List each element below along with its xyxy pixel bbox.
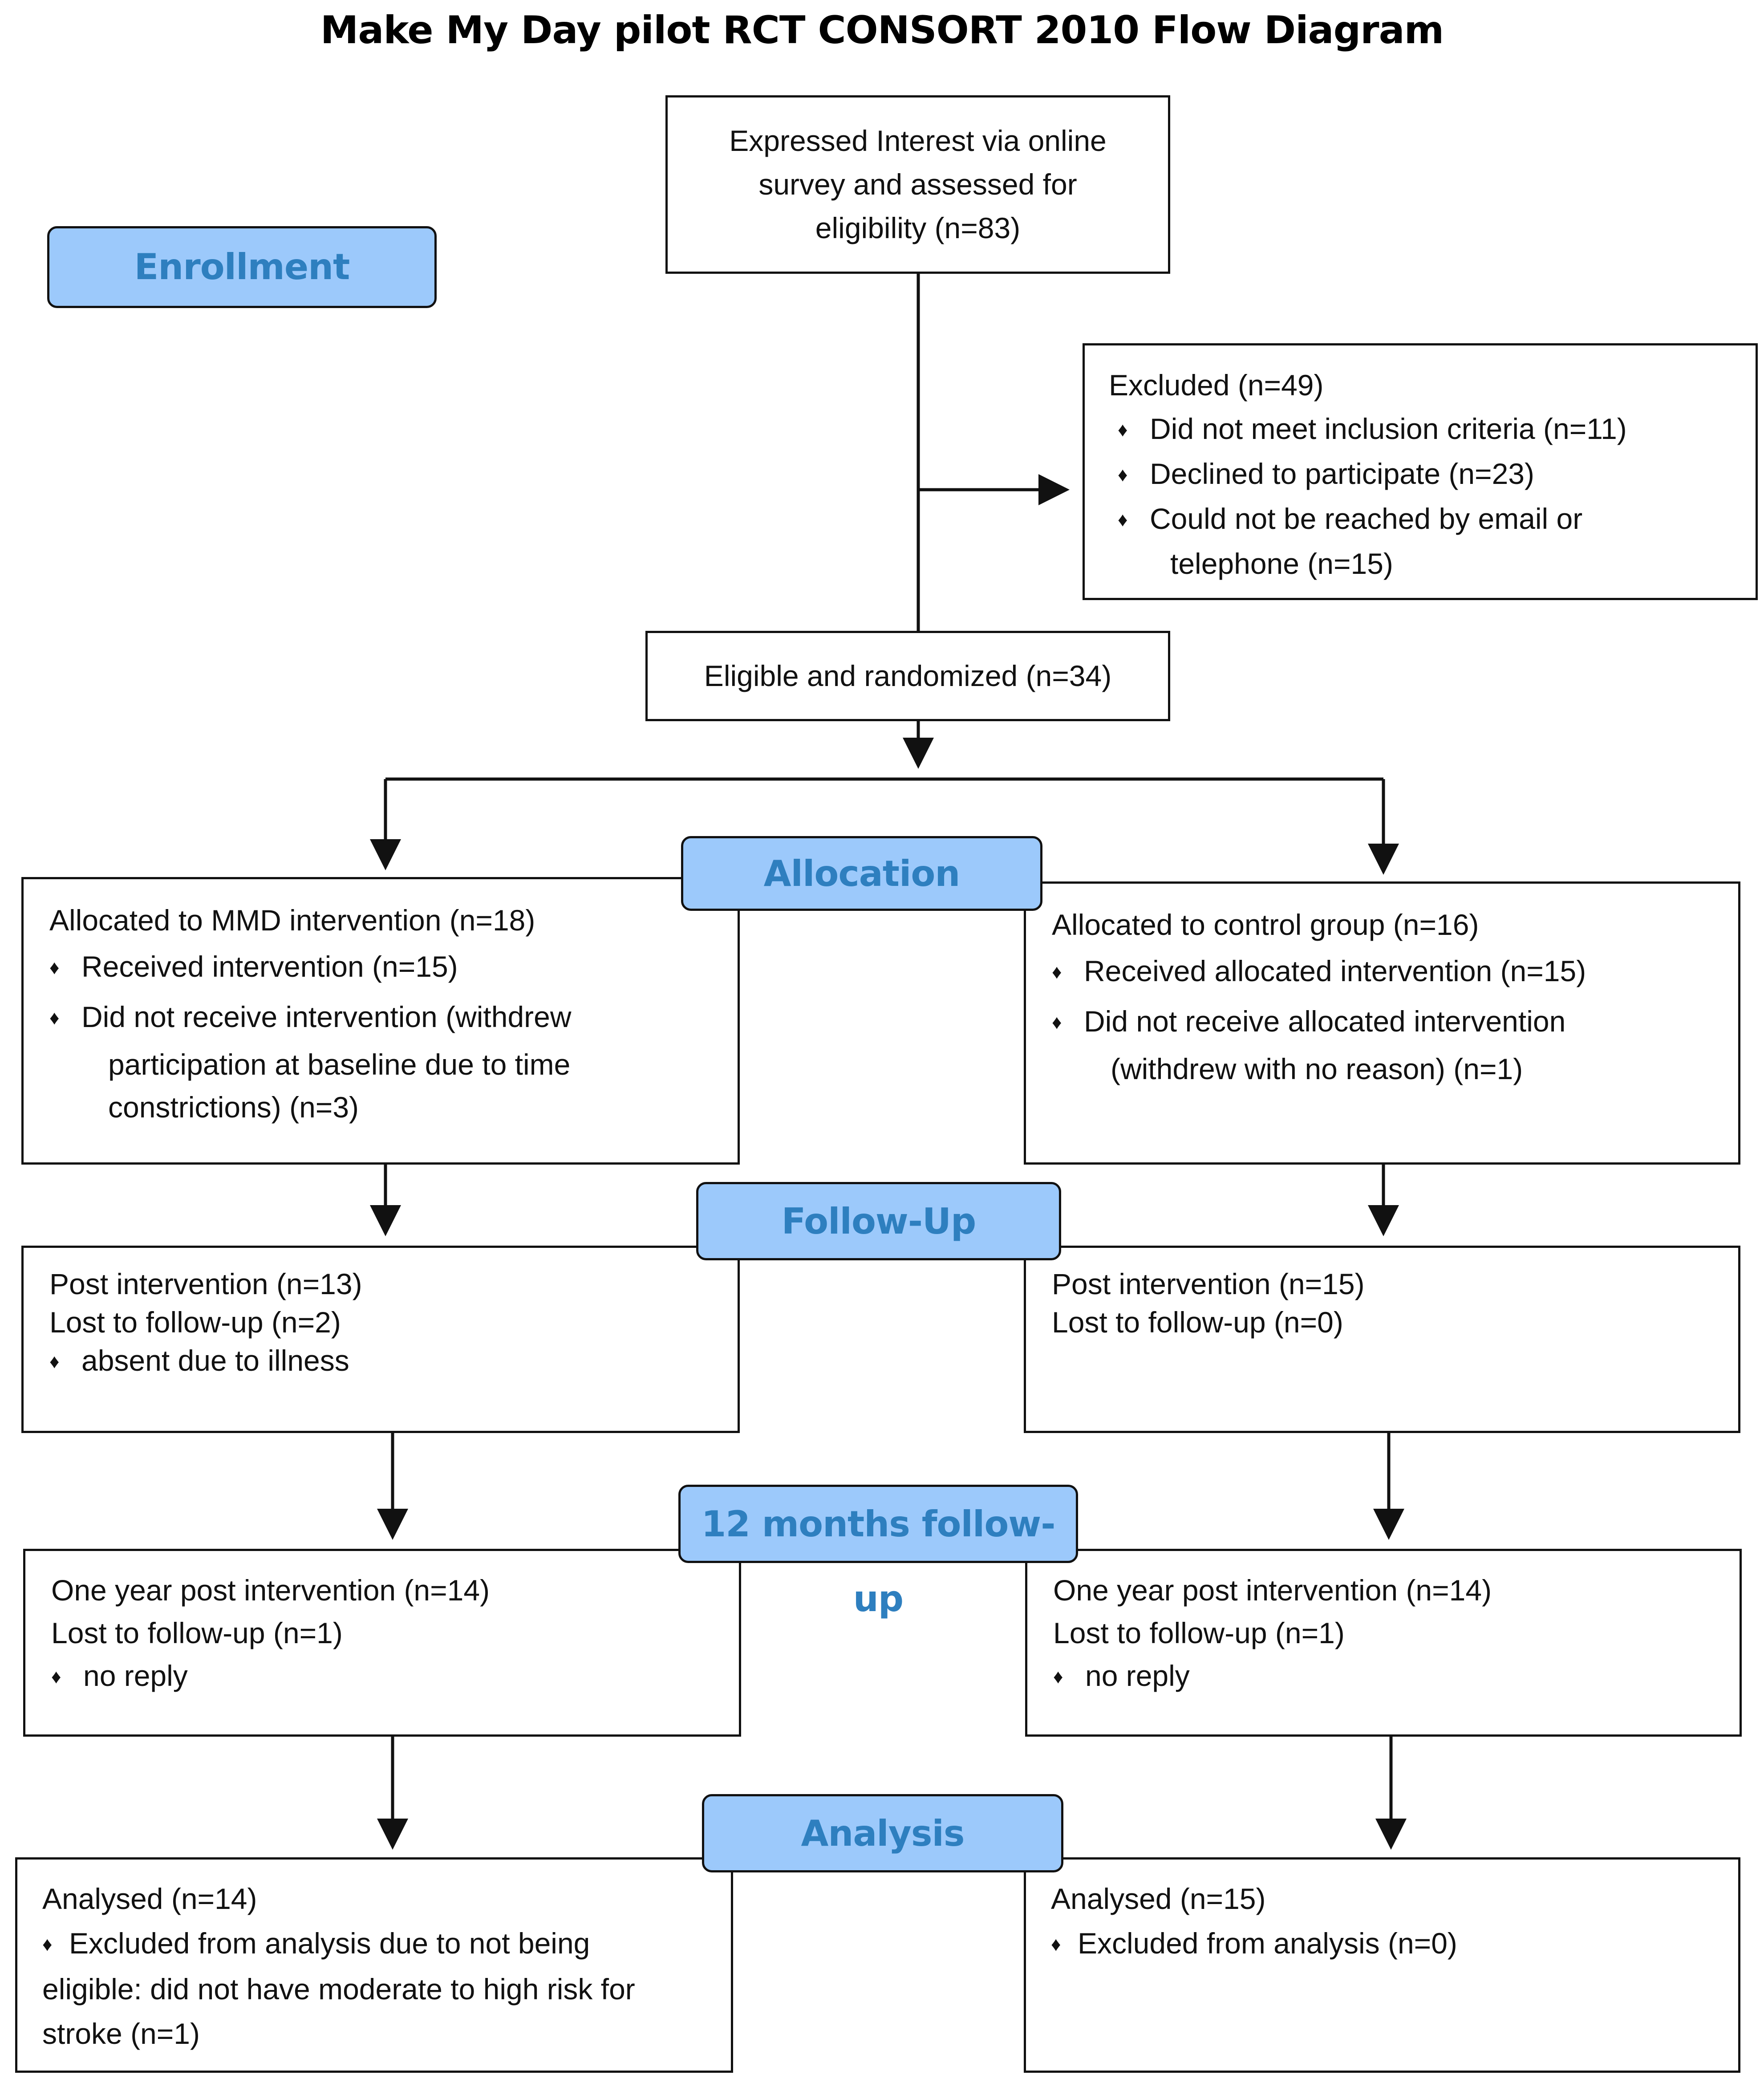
- stage-label-follow-up: Follow-Up: [696, 1182, 1061, 1260]
- assessed-line-1: Expressed Interest via online: [729, 124, 1107, 157]
- right-12months-line-1: One year post intervention (n=14): [1053, 1574, 1492, 1607]
- excluded-heading: Excluded (n=49): [1109, 369, 1324, 402]
- randomized-box: Eligible and randomized (n=34): [645, 631, 1170, 721]
- right-allocation-box: Allocated to control group (n=16) ♦Recei…: [1024, 881, 1740, 1165]
- left-12months-item: ♦no reply: [51, 1654, 739, 1698]
- bullet-icon: ♦: [49, 1351, 60, 1373]
- left-allocation-item: ♦Did not receive intervention (withdrew: [49, 994, 738, 1041]
- excluded-item: ♦Did not meet inclusion criteria (n=11): [1109, 407, 1756, 452]
- right-analysis-box: Analysed (n=15) ♦Excluded from analysis …: [1024, 1857, 1740, 2073]
- left-allocation-box: Allocated to MMD intervention (n=18) ♦Re…: [21, 877, 740, 1165]
- right-followup-line-2: Lost to follow-up (n=0): [1052, 1306, 1343, 1339]
- excluded-item: ♦Could not be reached by email or: [1109, 497, 1756, 542]
- excluded-item: ♦Declined to participate (n=23): [1109, 452, 1756, 497]
- left-analysis-item: ♦Excluded from analysis due to not being: [42, 1921, 731, 1967]
- right-followup-line-1: Post intervention (n=15): [1052, 1267, 1365, 1300]
- bullet-icon: ♦: [1118, 509, 1128, 531]
- right-followup-box: Post intervention (n=15) Lost to follow-…: [1024, 1246, 1740, 1433]
- excluded-item-continuation: telephone (n=15): [1170, 547, 1393, 580]
- right-12months-item: ♦no reply: [1053, 1654, 1740, 1698]
- assessed-line-3: eligibility (n=83): [815, 211, 1021, 244]
- bullet-icon: ♦: [1052, 1011, 1062, 1033]
- left-12months-line-2: Lost to follow-up (n=1): [51, 1616, 343, 1649]
- assessed-box: Expressed Interest via online survey and…: [665, 95, 1170, 274]
- stage-label-enrollment: Enrollment: [47, 226, 437, 308]
- assessed-line-2: survey and assessed for: [758, 168, 1077, 201]
- bullet-icon: ♦: [49, 957, 60, 979]
- left-analysis-cont-1: eligible: did not have moderate to high …: [42, 1973, 635, 2006]
- right-allocation-heading: Allocated to control group (n=16): [1052, 908, 1479, 941]
- right-analysis-item: ♦Excluded from analysis (n=0): [1051, 1921, 1738, 1967]
- stage-label-12-months: 12 months follow-up: [678, 1485, 1078, 1620]
- page-title: Make My Day pilot RCT CONSORT 2010 Flow …: [320, 8, 1444, 53]
- bullet-icon: ♦: [1052, 961, 1062, 983]
- stage-label-allocation: Allocation: [681, 836, 1042, 911]
- left-allocation-item-cont-1: participation at baseline due to time: [108, 1048, 571, 1081]
- bullet-icon: ♦: [1053, 1666, 1063, 1688]
- bullet-icon: ♦: [1051, 1933, 1061, 1955]
- left-12months-line-1: One year post intervention (n=14): [51, 1574, 490, 1607]
- left-followup-line-1: Post intervention (n=13): [49, 1267, 362, 1300]
- right-allocation-item: ♦Did not receive allocated intervention: [1052, 998, 1738, 1046]
- left-allocation-heading: Allocated to MMD intervention (n=18): [49, 904, 535, 937]
- left-12months-box: One year post intervention (n=14) Lost t…: [23, 1549, 741, 1737]
- bullet-icon: ♦: [49, 1007, 60, 1029]
- left-followup-line-2: Lost to follow-up (n=2): [49, 1306, 341, 1339]
- right-allocation-item: ♦Received allocated intervention (n=15): [1052, 948, 1738, 995]
- right-analysis-heading: Analysed (n=15): [1051, 1882, 1266, 1915]
- left-allocation-item-cont-2: constrictions) (n=3): [108, 1091, 359, 1124]
- right-allocation-item-cont-1: (withdrew with no reason) (n=1): [1111, 1052, 1523, 1085]
- bullet-icon: ♦: [1118, 419, 1128, 441]
- bullet-icon: ♦: [1118, 464, 1128, 486]
- stage-label-analysis: Analysis: [702, 1794, 1063, 1872]
- left-followup-box: Post intervention (n=13) Lost to follow-…: [21, 1246, 740, 1433]
- left-allocation-item: ♦Received intervention (n=15): [49, 943, 738, 991]
- left-analysis-box: Analysed (n=14) ♦Excluded from analysis …: [15, 1857, 733, 2073]
- bullet-icon: ♦: [42, 1933, 53, 1955]
- right-12months-line-2: Lost to follow-up (n=1): [1053, 1616, 1345, 1649]
- bullet-icon: ♦: [51, 1666, 61, 1688]
- left-followup-item: ♦absent due to illness: [49, 1341, 738, 1381]
- excluded-box: Excluded (n=49) ♦Did not meet inclusion …: [1083, 343, 1758, 600]
- left-analysis-cont-2: stroke (n=1): [42, 2017, 200, 2050]
- left-analysis-heading: Analysed (n=14): [42, 1882, 257, 1915]
- right-12months-box: One year post intervention (n=14) Lost t…: [1025, 1549, 1742, 1737]
